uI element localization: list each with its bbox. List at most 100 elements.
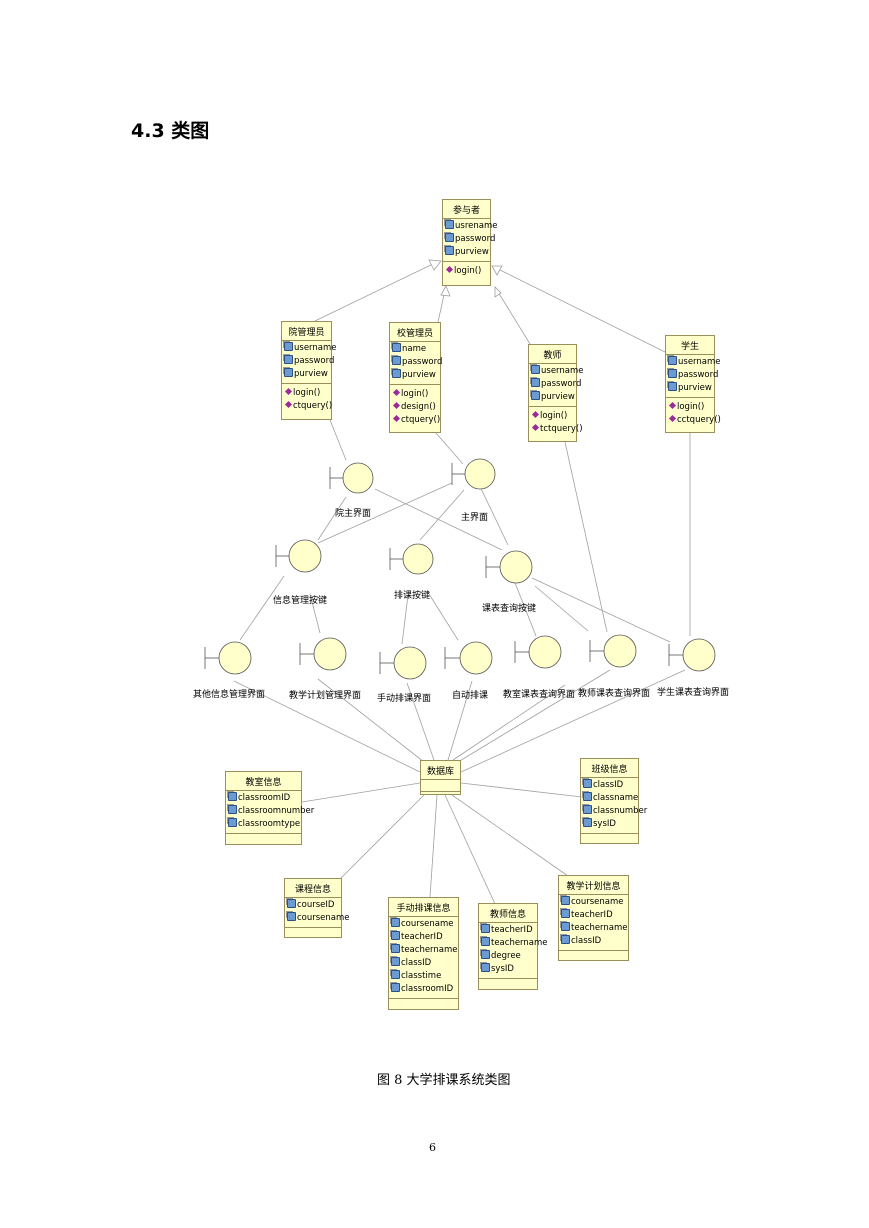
operation-label: tctquery() [540, 424, 583, 434]
attribute-row: teachername [481, 937, 548, 950]
attribute-icon [531, 378, 540, 387]
attribute-icon [561, 935, 570, 944]
attribute-icon [583, 818, 592, 827]
class-name: 参与者 [443, 200, 490, 219]
attribute-icon [391, 970, 400, 979]
operation-label: login() [454, 266, 482, 276]
operation-label: login() [293, 388, 321, 398]
boundary-label: 学生课表查询界面 [657, 688, 730, 698]
attribute-icon [228, 805, 237, 814]
class-name: 班级信息 [581, 759, 638, 778]
association-line [428, 593, 459, 641]
attribute-icon [391, 983, 400, 992]
boundary-scheduling-button [389, 543, 434, 575]
attribute-row: teachername [391, 944, 458, 957]
attribute-row: password [392, 356, 442, 369]
boundary-label: 排课按键 [394, 591, 431, 601]
class-name: 教室信息 [226, 772, 301, 791]
attribute-icon [561, 922, 570, 931]
attribute-row: coursename [561, 896, 626, 909]
attribute-icon [445, 233, 454, 242]
attribute-label: classID [571, 936, 602, 946]
attribute-row: classroomID [228, 792, 299, 805]
attribute-label: purview [294, 369, 328, 379]
operation-label: login() [677, 402, 705, 412]
boundary-teacher-timetable-query-ui [589, 634, 637, 668]
attribute-label: password [455, 234, 496, 244]
attribute-row: name [392, 343, 438, 356]
operation-icon [392, 388, 401, 397]
attribute-icon [287, 899, 296, 908]
boundary-other-info-mgmt-ui [204, 641, 252, 675]
attribute-label: coursename [571, 897, 624, 907]
boundary-objects [204, 458, 716, 680]
attribute-icon [561, 896, 570, 905]
attribute-label: teacherID [401, 932, 443, 942]
operation-icon [668, 414, 677, 423]
operation-row: tctquery() [531, 423, 583, 436]
generalization-arrowhead [428, 259, 442, 271]
attribute-icon [287, 912, 296, 921]
generalization-line [494, 286, 531, 345]
attribute-label: teachername [571, 923, 628, 933]
boundary-label: 课表查询按键 [482, 604, 537, 614]
attribute-icon [228, 818, 237, 827]
class-operations [389, 999, 458, 1004]
attribute-label: coursename [297, 913, 350, 923]
association-line [419, 489, 465, 541]
attribute-icon [481, 937, 490, 946]
attribute-label: classID [401, 958, 432, 968]
generalization-arrowhead [494, 286, 502, 298]
class-operations: login()ctquery() [282, 384, 332, 415]
attribute-icon [583, 792, 592, 801]
attribute-icon [668, 382, 677, 391]
association-line [452, 684, 566, 761]
boundary-auto-scheduling [444, 641, 493, 675]
operation-icon [284, 400, 293, 409]
attribute-icon [561, 909, 570, 918]
attribute-label: teachername [491, 938, 548, 948]
attribute-row: username [531, 365, 584, 378]
attribute-label: username [294, 343, 337, 353]
association-line [444, 794, 496, 905]
operation-row: login() [445, 265, 488, 278]
association-line [564, 441, 608, 633]
operation-icon [284, 387, 293, 396]
operation-row: login() [531, 410, 574, 423]
attribute-row: password [284, 355, 334, 368]
attribute-label: password [402, 357, 443, 367]
attribute-icon [391, 918, 400, 927]
attribute-row: classID [583, 779, 636, 792]
attribute-icon [531, 391, 540, 400]
boundary-label: 教学计划管理界面 [289, 691, 362, 701]
attribute-icon [531, 365, 540, 374]
attribute-icon [391, 944, 400, 953]
attribute-row: teachername [561, 922, 628, 935]
attribute-row: username [668, 356, 721, 369]
boundary-label: 教师课表查询界面 [578, 689, 651, 699]
attribute-row: password [531, 378, 581, 391]
attribute-row: password [445, 233, 495, 246]
association-line [457, 669, 611, 763]
operation-icon [531, 410, 540, 419]
boundary-classroom-timetable-query-ui [514, 635, 562, 669]
association-line [301, 782, 421, 803]
boundary-info-mgmt-button [275, 539, 322, 573]
attribute-label: coursename [401, 919, 454, 929]
boundary-label: 自动排课 [452, 691, 489, 701]
generalization-line [491, 265, 666, 353]
attribute-row: purview [392, 369, 438, 382]
operation-icon [392, 414, 401, 423]
class-operations: login()cctquery() [666, 398, 721, 429]
class-operations [479, 979, 537, 984]
attribute-label: username [678, 357, 721, 367]
association-line [435, 432, 464, 465]
